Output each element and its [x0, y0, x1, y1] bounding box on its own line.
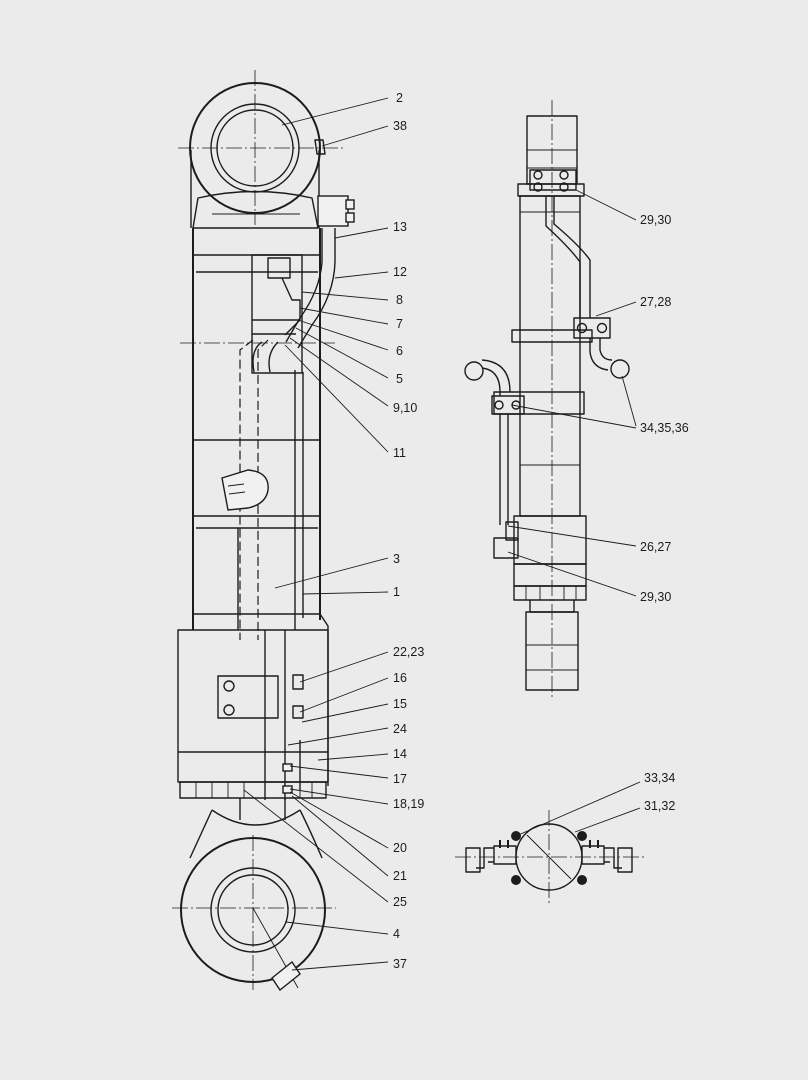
callout-5: 5	[396, 372, 403, 386]
callout-9-10: 9,10	[393, 401, 417, 415]
callout-7: 7	[396, 317, 403, 331]
callout-25: 25	[393, 895, 407, 909]
callout-24: 24	[393, 722, 407, 736]
callout-38: 38	[393, 119, 407, 133]
callout-27-28: 27,28	[640, 295, 671, 309]
callout-1: 1	[393, 585, 400, 599]
callout-6: 6	[396, 344, 403, 358]
callout-22-23: 22,23	[393, 645, 424, 659]
callout-37: 37	[393, 957, 407, 971]
main-cylinder-section-view	[172, 70, 355, 992]
callout-33-34: 33,34	[644, 771, 675, 785]
callout-26-27: 26,27	[640, 540, 671, 554]
callout-29-30-bottom: 29,30	[640, 590, 671, 604]
callout-labels: 2 38 13 12 8 7 6 5 9,10 11 3 1 22,23 16 …	[393, 91, 689, 971]
callout-12: 12	[393, 265, 407, 279]
cylinder-external-view	[464, 100, 630, 700]
callout-15: 15	[393, 697, 407, 711]
callout-17: 17	[393, 772, 407, 786]
callout-18-19: 18,19	[393, 797, 424, 811]
callout-31-32: 31,32	[644, 799, 675, 813]
callout-3: 3	[393, 552, 400, 566]
callout-21: 21	[393, 869, 407, 883]
callout-8: 8	[396, 293, 403, 307]
callout-2: 2	[396, 91, 403, 105]
callout-29-30-top: 29,30	[640, 213, 671, 227]
cylinder-end-view	[455, 810, 645, 905]
callout-16: 16	[393, 671, 407, 685]
callout-11: 11	[393, 446, 406, 460]
callout-14: 14	[393, 747, 407, 761]
callout-4: 4	[393, 927, 400, 941]
callout-13: 13	[393, 220, 407, 234]
callout-34-35-36: 34,35,36	[640, 421, 689, 435]
leader-lines	[243, 97, 641, 971]
callout-20: 20	[393, 841, 407, 855]
